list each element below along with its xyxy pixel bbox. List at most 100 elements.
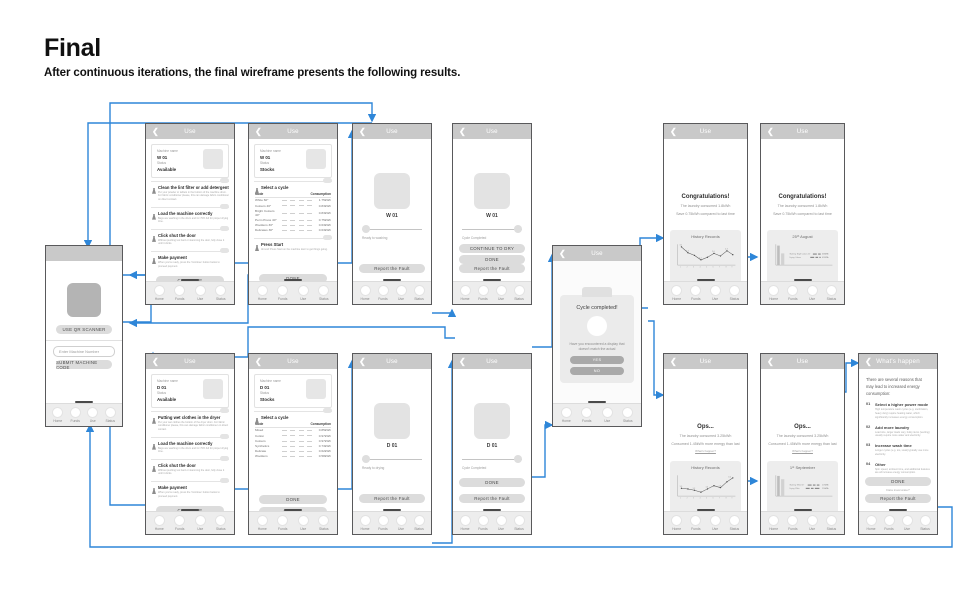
nav-item-status[interactable]: Status xyxy=(919,515,931,531)
report-fault-button[interactable]: Report the Fault xyxy=(459,264,525,273)
back-chevron-icon[interactable]: ❮ xyxy=(459,356,466,366)
progress-slider[interactable] xyxy=(362,225,422,234)
nav-item-use[interactable]: Use xyxy=(601,407,613,423)
nav-item-home[interactable]: Home xyxy=(459,285,471,301)
nav-item-status[interactable]: Status xyxy=(413,515,425,531)
nav-item-funds[interactable]: Funds xyxy=(174,515,186,531)
nav-item-home[interactable]: Home xyxy=(459,515,471,531)
step-toggle[interactable] xyxy=(323,407,332,413)
nav-item-use[interactable]: Use xyxy=(297,515,309,531)
nav-item-status[interactable]: Status xyxy=(825,515,837,531)
nav-item-funds[interactable]: Funds xyxy=(581,407,593,423)
report-fault-button[interactable]: Report the Fault xyxy=(359,264,425,273)
nav-item-status[interactable]: Status xyxy=(513,515,525,531)
nav-item-funds[interactable]: Funds xyxy=(477,285,489,301)
nav-item-status[interactable]: Status xyxy=(825,285,837,301)
done-button[interactable]: DONE xyxy=(865,477,931,486)
progress-slider[interactable] xyxy=(462,225,522,234)
nav-item-status[interactable]: Status xyxy=(215,515,227,531)
nav-item-funds[interactable]: Funds xyxy=(690,515,702,531)
nav-item-status[interactable]: Status xyxy=(513,285,525,301)
nav-item-use[interactable]: Use xyxy=(495,515,507,531)
bottom-nav[interactable]: Home Funds Use Status xyxy=(553,403,641,426)
table-row[interactable]: Colours 40°0.83kWh xyxy=(255,203,331,208)
nav-item-status[interactable]: Status xyxy=(318,285,330,301)
done-button[interactable]: DONE xyxy=(259,273,327,283)
nav-item-home[interactable]: Home xyxy=(256,285,268,301)
progress-slider[interactable] xyxy=(462,455,522,464)
select-cycle-section[interactable]: Select a cycle xyxy=(254,407,332,424)
nav-item-home[interactable]: Home xyxy=(256,515,268,531)
bottom-nav[interactable]: Home Funds Use Status xyxy=(46,403,122,426)
back-chevron-icon[interactable]: ❮ xyxy=(670,126,677,136)
nav-item-use[interactable]: Use xyxy=(395,515,407,531)
back-chevron-icon[interactable]: ❮ xyxy=(670,356,677,366)
bottom-nav[interactable]: Home Funds Use Status xyxy=(453,511,531,534)
nav-item-funds[interactable]: Funds xyxy=(174,285,186,301)
table-row[interactable]: White 60°1.75kWh xyxy=(255,198,331,203)
nav-item-use[interactable]: Use xyxy=(806,285,818,301)
nav-item-home[interactable]: Home xyxy=(153,285,165,301)
nav-item-funds[interactable]: Funds xyxy=(277,285,289,301)
nav-item-use[interactable]: Use xyxy=(297,285,309,301)
nav-item-funds[interactable]: Funds xyxy=(883,515,895,531)
nav-item-funds[interactable]: Funds xyxy=(69,407,81,423)
bottom-nav[interactable]: Home Funds Use Status xyxy=(146,281,234,304)
table-row[interactable]: Delicates 30°0.63kWh xyxy=(255,228,331,233)
step-toggle[interactable] xyxy=(220,225,229,231)
no-button[interactable]: NO xyxy=(570,366,624,375)
back-chevron-icon[interactable]: ❮ xyxy=(559,248,566,258)
done-button[interactable]: DONE xyxy=(259,495,327,504)
report-fault-button[interactable]: Report the Fault xyxy=(359,494,425,503)
use-qr-scanner-button[interactable]: USE QR SCANNER xyxy=(56,325,112,334)
machine-number-input[interactable]: Enter Machine Number xyxy=(53,346,115,357)
nav-item-funds[interactable]: Funds xyxy=(377,515,389,531)
table-row[interactable]: Perm Press 40°0.75kWh xyxy=(255,217,331,222)
submit-machine-code-button[interactable]: SUBMIT MACHINE CODE xyxy=(56,360,112,370)
slider-knob[interactable] xyxy=(514,455,522,463)
whats-happen-link[interactable]: What's happen? xyxy=(792,449,813,453)
nav-item-home[interactable]: Home xyxy=(768,515,780,531)
slider-knob[interactable] xyxy=(362,225,370,233)
nav-item-home[interactable]: Home xyxy=(671,515,683,531)
table-row[interactable]: Woollens 30°0.63kWh xyxy=(255,223,331,228)
yes-button[interactable]: YES xyxy=(570,355,624,364)
report-fault-button[interactable]: Report the Fault xyxy=(459,494,525,503)
bottom-nav[interactable]: Home Funds Use Status xyxy=(353,281,431,304)
bottom-nav[interactable]: Home Funds Use Status xyxy=(249,281,337,304)
nav-item-status[interactable]: Status xyxy=(622,407,634,423)
press-start-section[interactable]: Press Start Almost! Press Start on the m… xyxy=(254,235,332,254)
nav-item-use[interactable]: Use xyxy=(395,285,407,301)
back-chevron-icon[interactable]: ❮ xyxy=(359,356,366,366)
nav-item-use[interactable]: Use xyxy=(194,515,206,531)
nav-item-home[interactable]: Home xyxy=(153,515,165,531)
back-chevron-icon[interactable]: ❮ xyxy=(865,356,872,366)
nav-item-home[interactable]: Home xyxy=(768,285,780,301)
nav-item-status[interactable]: Status xyxy=(104,407,116,423)
nav-item-home[interactable]: Home xyxy=(52,407,64,423)
continue-to-dry-button[interactable]: CONTINUE TO DRY xyxy=(459,244,525,253)
step-toggle[interactable] xyxy=(220,203,229,209)
nav-item-use[interactable]: Use xyxy=(901,515,913,531)
nav-item-status[interactable]: Status xyxy=(413,285,425,301)
report-fault-button[interactable]: Report the Fault xyxy=(865,494,931,503)
step-toggle[interactable] xyxy=(220,248,229,254)
progress-slider[interactable] xyxy=(362,455,422,464)
back-chevron-icon[interactable]: ❮ xyxy=(767,126,774,136)
step-toggle[interactable] xyxy=(323,177,332,183)
bottom-nav[interactable]: Home Funds Use Status xyxy=(453,281,531,304)
nav-item-use[interactable]: Use xyxy=(709,285,721,301)
bottom-nav[interactable]: Home Funds Use Status xyxy=(664,511,747,534)
done-button[interactable]: DONE xyxy=(459,255,525,264)
step-toggle[interactable] xyxy=(220,455,229,461)
step-toggle[interactable] xyxy=(220,478,229,484)
